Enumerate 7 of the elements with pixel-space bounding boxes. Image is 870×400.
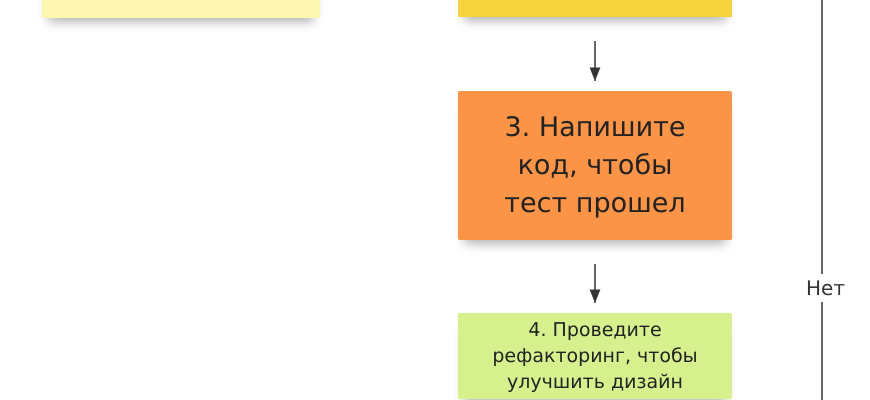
arrow (590, 41, 600, 81)
loop-label: Нет (806, 274, 845, 302)
sticky-note (458, 313, 732, 399)
sticky-note (458, 91, 732, 240)
note-text: 3. Напишите код, чтобы тест прошел (503, 110, 687, 220)
note-text: 4. Проведите рефакторинг, чтобы улучшить дизайн (491, 318, 699, 395)
arrow (590, 264, 600, 303)
